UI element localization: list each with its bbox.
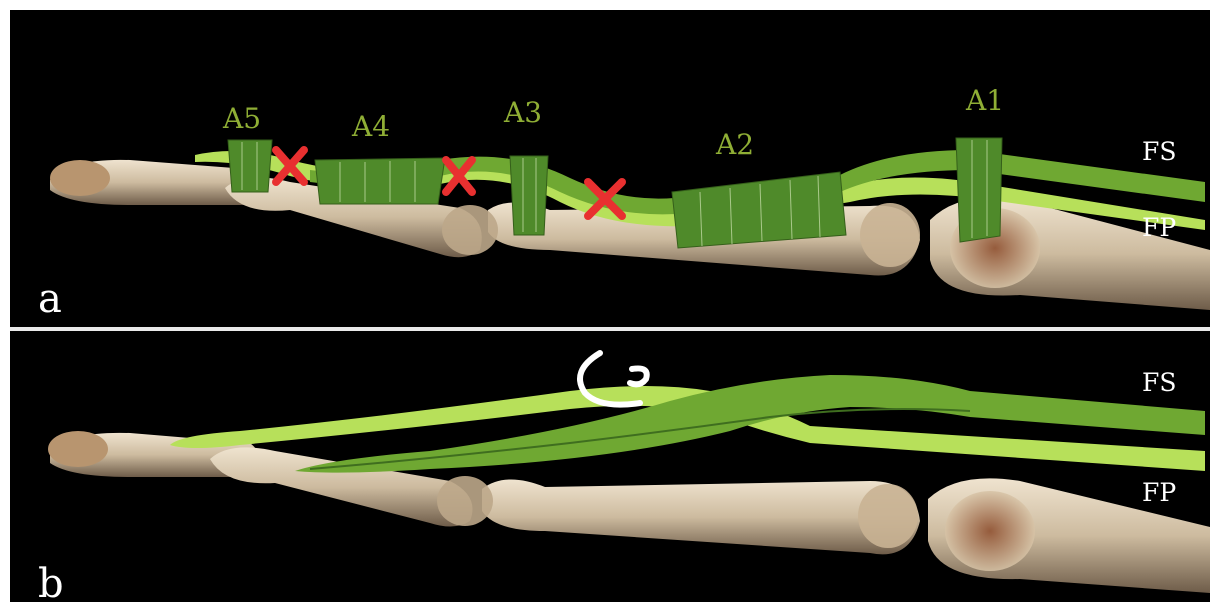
panel-label-a: a xyxy=(38,276,62,322)
pulley-a3 xyxy=(510,156,548,235)
dip-joint xyxy=(437,476,493,526)
tendon-label-fs: FS xyxy=(1142,137,1176,166)
proximal-phalanx xyxy=(482,479,920,554)
fingertip xyxy=(48,431,108,467)
pulley-a1 xyxy=(956,138,1002,242)
pulley-a4 xyxy=(315,158,445,204)
dip-joint xyxy=(442,205,498,255)
tendons xyxy=(170,375,1205,473)
tendon-label-fs: FS xyxy=(1142,368,1176,397)
pulley-a2 xyxy=(672,172,846,248)
pulley-label-a2: A2 xyxy=(715,128,754,161)
pulley-label-a5: A5 xyxy=(222,102,261,135)
pulley-label-a3: A3 xyxy=(503,96,542,129)
panel-a: A5 A4 A3 A2 A1 FS FP a xyxy=(10,10,1210,327)
pip-joint xyxy=(860,203,920,267)
pulley-label-a1: A1 xyxy=(965,84,1004,117)
panel-b: FS FP b xyxy=(10,331,1210,602)
pip-joint xyxy=(858,484,918,548)
mcp-joint xyxy=(945,491,1035,571)
panel-label-b: b xyxy=(38,561,64,602)
pulley-a5 xyxy=(228,140,272,192)
tendon-pulley-figure: A5 A4 A3 A2 A1 FS FP a xyxy=(10,10,1210,602)
tendon-label-fp: FP xyxy=(1142,213,1176,242)
finger-bones xyxy=(50,160,1210,310)
tendon-label-fp: FP xyxy=(1142,478,1176,507)
fingertip xyxy=(50,160,110,196)
pulley-label-a4: A4 xyxy=(351,110,390,143)
